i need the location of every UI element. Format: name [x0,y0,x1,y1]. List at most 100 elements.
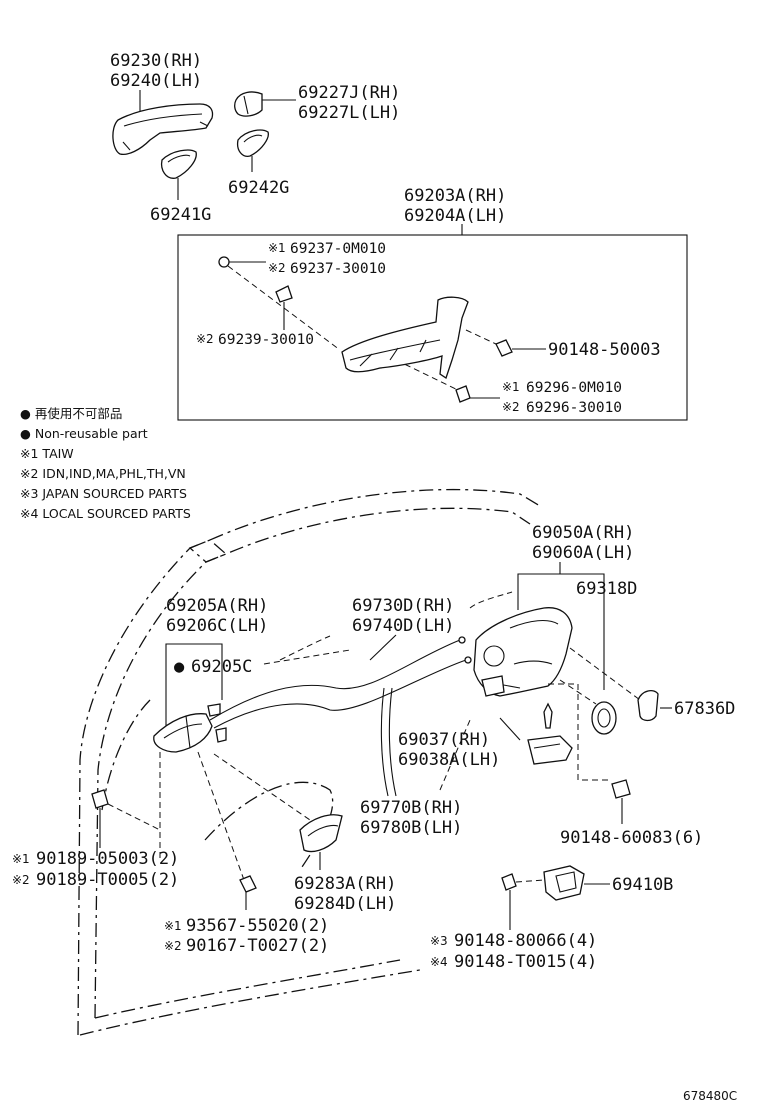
legend: ● 再使用不可部品 ● Non-reusable part ※1 TAIW ※2… [20,406,191,521]
cable-group: 69730D(RH) 69740D(LH) 69770B(RH) 69780B(… [209,591,513,838]
label-69240: 69240(LH) [110,71,202,91]
outside-handle-group: 69230(RH) 69240(LH) 69227J(RH) 69227L(LH… [110,51,400,225]
outside-handle-detail [122,121,209,151]
door-bottom [79,959,421,1036]
lock-bracket-69037 [527,735,573,765]
illustration-code: 678480C [683,1089,737,1103]
label-69284D: 69284D(LH) [294,894,396,914]
mark-2-69237: ※2 [268,261,286,275]
inside-handle-cable-clip [207,703,221,717]
mark-1-93567: ※1 [164,919,182,933]
label-69203A: 69203A(RH) [404,186,506,206]
inside-handle-detail [163,715,203,749]
dashed-guide-seal [559,679,597,705]
frame-group-box [177,234,688,421]
legend-line-1: ● 再使用不可部品 [20,406,122,421]
screw-93567 [239,875,257,893]
leader-69037 [499,717,521,741]
clip-90189 [91,789,109,809]
leader-69730D [369,634,397,661]
dashed-guide-69205C [263,649,351,665]
mark-2-90167: ※2 [164,939,182,953]
cable-end-2 [464,656,472,664]
mark-2-69239: ※2 [196,332,214,346]
handle-pad-front [160,149,197,179]
screw-90148-60083 [611,779,631,799]
handle-cap [234,91,263,117]
mark-1-90189: ※1 [12,852,30,866]
dashed-guide-cover [213,753,311,821]
handle-frame [341,296,469,380]
door-lock-gear [483,645,505,667]
cable-69770B [380,687,389,797]
label-69410B: 69410B [612,875,673,895]
cable-69730D-sheath [213,659,467,729]
lock-bracket-pin [543,702,553,729]
cable-69770B-sheath [388,687,397,797]
mark-2-69296: ※2 [502,400,520,414]
label-69227J: 69227J(RH) [298,83,400,103]
mark-4-90148: ※4 [430,955,448,969]
inside-handle-group: 69205A(RH) 69206C(LH) ● 69205C [153,596,351,881]
dashed-guide-inside-handle-2 [197,751,245,881]
label-69237-30010: 69237-30010 [290,261,386,277]
mark-1-69296: ※1 [502,380,520,394]
label-67836D: 67836D [674,699,735,719]
door-striker [543,865,585,901]
label-69205A: 69205A(RH) [166,596,268,616]
lock-assembly-group: 69050A(RH) 69060A(LH) 69318D 67836D 9014… [398,523,735,848]
label-69780B: 69780B(LH) [360,818,462,838]
dashed-guide-screw [548,683,610,781]
inside-handle [153,713,213,753]
label-69770B: 69770B(RH) [360,798,462,818]
dashed-guide-striker [515,879,545,883]
label-90148-T0015: 90148-T0015(4) [454,952,597,972]
lock-seal-ring [591,701,617,735]
label-69206C: 69206C(LH) [166,616,268,636]
clip-69239 [275,285,293,303]
screw-69296 [455,385,471,403]
frame-group: 69203A(RH) 69204A(LH) ※1 69237-0M010 ※2 … [177,186,688,421]
label-69239-30010: 69239-30010 [218,332,314,348]
label-90189-T0005: 90189-T0005(2) [36,870,179,890]
screw-69237 [218,256,230,268]
door-corner [188,539,228,563]
door-inner-panel [101,699,334,871]
cable-69730D [209,639,461,721]
label-69237-0M010: 69237-0M010 [290,241,386,257]
label-69296-30010: 69296-30010 [526,400,622,416]
bolt-90148-80066 [501,873,517,891]
label-69038A: 69038A(LH) [398,750,500,770]
handle-pad-rear-edge [243,134,263,143]
label-69230: 69230(RH) [110,51,202,71]
mark-3-90148: ※3 [430,934,448,948]
dashed-guide-cables [279,591,513,661]
legend-line-6: ※4 LOCAL SOURCED PARTS [20,506,191,521]
label-69296-0M010: 69296-0M010 [526,380,622,396]
dashed-guide-bolt [465,329,497,345]
handle-pad-rear [236,129,269,157]
label-69242G: 69242G [228,178,289,198]
label-69205C-bullet: ● [174,657,185,677]
mark-2-90189: ※2 [12,873,30,887]
label-69204A: 69204A(LH) [404,206,506,226]
leader-69205A-bracket [165,643,223,740]
bolt-90148-50003 [495,339,513,357]
label-93567-55020: 93567-55020(2) [186,916,329,936]
label-69037: 69037(RH) [398,730,490,750]
label-90148-50003: 90148-50003 [548,340,661,360]
inside-handle-clip [215,727,227,743]
label-69050A: 69050A(RH) [532,523,634,543]
dashed-guide-frame [227,265,341,351]
handle-pad-front-edge [167,154,191,163]
door-lock-connector [481,675,505,697]
label-69227L: 69227L(LH) [298,103,400,123]
label-69730D: 69730D(RH) [352,596,454,616]
door-outline-inner [94,507,531,1019]
outside-handle-edge [123,113,203,127]
handle-cover [299,814,343,853]
clip-90189-group: ※1 90189-05003(2) ※2 90189-T0005(2) [12,789,179,890]
label-69060A: 69060A(LH) [532,543,634,563]
